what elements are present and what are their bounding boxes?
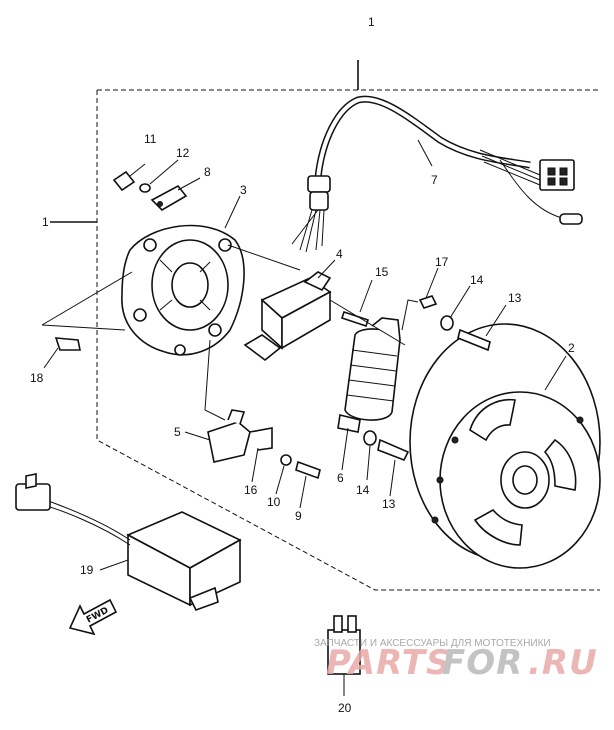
callout-9: 9 — [295, 509, 302, 523]
callout-5: 5 — [174, 425, 181, 439]
callout-19: 19 — [80, 563, 94, 577]
fuse-part-20 — [327, 615, 361, 696]
flywheel-rotor-part-2 — [409, 323, 601, 569]
fwd-arrow-icon: FWD — [68, 598, 118, 636]
callout-11: 11 — [144, 132, 157, 146]
callout-4: 4 — [336, 247, 343, 261]
watermark-brand-part3: .RU — [528, 643, 598, 683]
bracket-part-5 — [207, 409, 273, 463]
callout-17: 17 — [435, 255, 449, 269]
callout-1-top: 1 — [368, 15, 375, 29]
callout-6: 6 — [337, 471, 344, 485]
stator-plate-part-3 — [121, 224, 245, 356]
callout-14-upper: 14 — [470, 273, 484, 287]
callout-20: 20 — [338, 701, 352, 715]
leader-lines — [41, 139, 567, 571]
callout-2: 2 — [568, 341, 575, 355]
callout-15: 15 — [375, 265, 389, 279]
callout-14-lower: 14 — [356, 483, 370, 497]
pulser-coil-part-4 — [243, 271, 332, 362]
callout-3: 3 — [240, 183, 247, 197]
watermark-tagline: ЗАПЧАСТИ И АКСЕССУАРЫ ДЛЯ МОТОТЕХНИКИ — [314, 638, 551, 649]
callout-7: 7 — [431, 173, 438, 187]
wire-harness-part-7 — [291, 95, 583, 253]
assembly-boundary — [50, 60, 600, 591]
callout-16: 16 — [244, 483, 258, 497]
callout-13-upper: 13 — [508, 291, 522, 305]
watermark-brand-part1: PARTS — [326, 643, 451, 683]
source-coil-part-6 — [337, 317, 401, 433]
callout-1-left: 1 — [42, 215, 49, 229]
callout-8: 8 — [204, 165, 211, 179]
watermark: ЗАПЧАСТИ И АКСЕССУАРЫ ДЛЯ МОТОТЕХНИКИ PA… — [314, 638, 598, 683]
callout-labels: 1 1 2 3 4 5 6 7 8 9 10 11 12 13 13 14 14… — [30, 15, 575, 715]
callout-13-lower: 13 — [382, 497, 396, 511]
callout-12: 12 — [176, 146, 190, 160]
cdi-unit-part-19 — [15, 473, 242, 611]
callout-18: 18 — [30, 371, 44, 385]
fasteners — [54, 170, 491, 480]
watermark-brand-part2: FOR — [442, 643, 523, 683]
callout-10: 10 — [267, 495, 281, 509]
